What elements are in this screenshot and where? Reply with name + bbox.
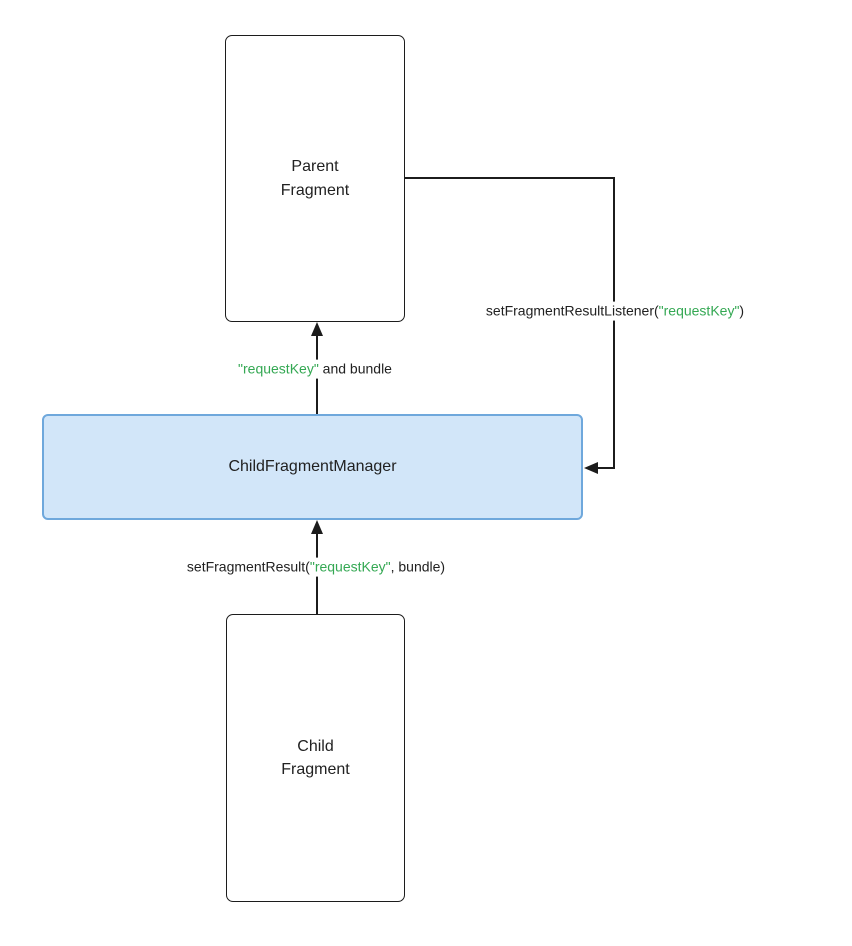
edge-label-requestkey-and-bundle-key: "requestKey" (238, 360, 319, 377)
edge-label-set-fragment-result-suffix: , bundle) (390, 558, 446, 575)
edge-label-set-fragment-result-listener-suffix: ) (739, 302, 745, 319)
edge-parent-to-manager-arrowhead (584, 462, 598, 474)
node-parent-fragment: Parent Fragment (225, 35, 405, 322)
edge-label-set-fragment-result-key: "requestKey" (309, 558, 391, 575)
edge-parent-to-manager-line (405, 177, 615, 469)
edge-label-requestkey-and-bundle: "requestKey" and bundle (235, 359, 395, 379)
edge-manager-to-parent-arrowhead (311, 322, 323, 336)
edge-label-set-fragment-result-listener-key: "requestKey" (658, 302, 740, 319)
edge-label-set-fragment-result-listener-prefix: setFragmentResultListener( (485, 302, 659, 319)
edge-label-set-fragment-result-listener: setFragmentResultListener("requestKey") (482, 301, 748, 321)
node-child-fragment: Child Fragment (226, 614, 405, 902)
edge-label-requestkey-and-bundle-rest: and bundle (318, 360, 392, 377)
edge-child-to-manager-arrowhead (311, 520, 323, 534)
edge-label-set-fragment-result-prefix: setFragmentResult( (186, 558, 310, 575)
node-child-fragment-manager: ChildFragmentManager (42, 414, 583, 520)
edge-label-set-fragment-result: setFragmentResult("requestKey", bundle) (183, 557, 449, 577)
